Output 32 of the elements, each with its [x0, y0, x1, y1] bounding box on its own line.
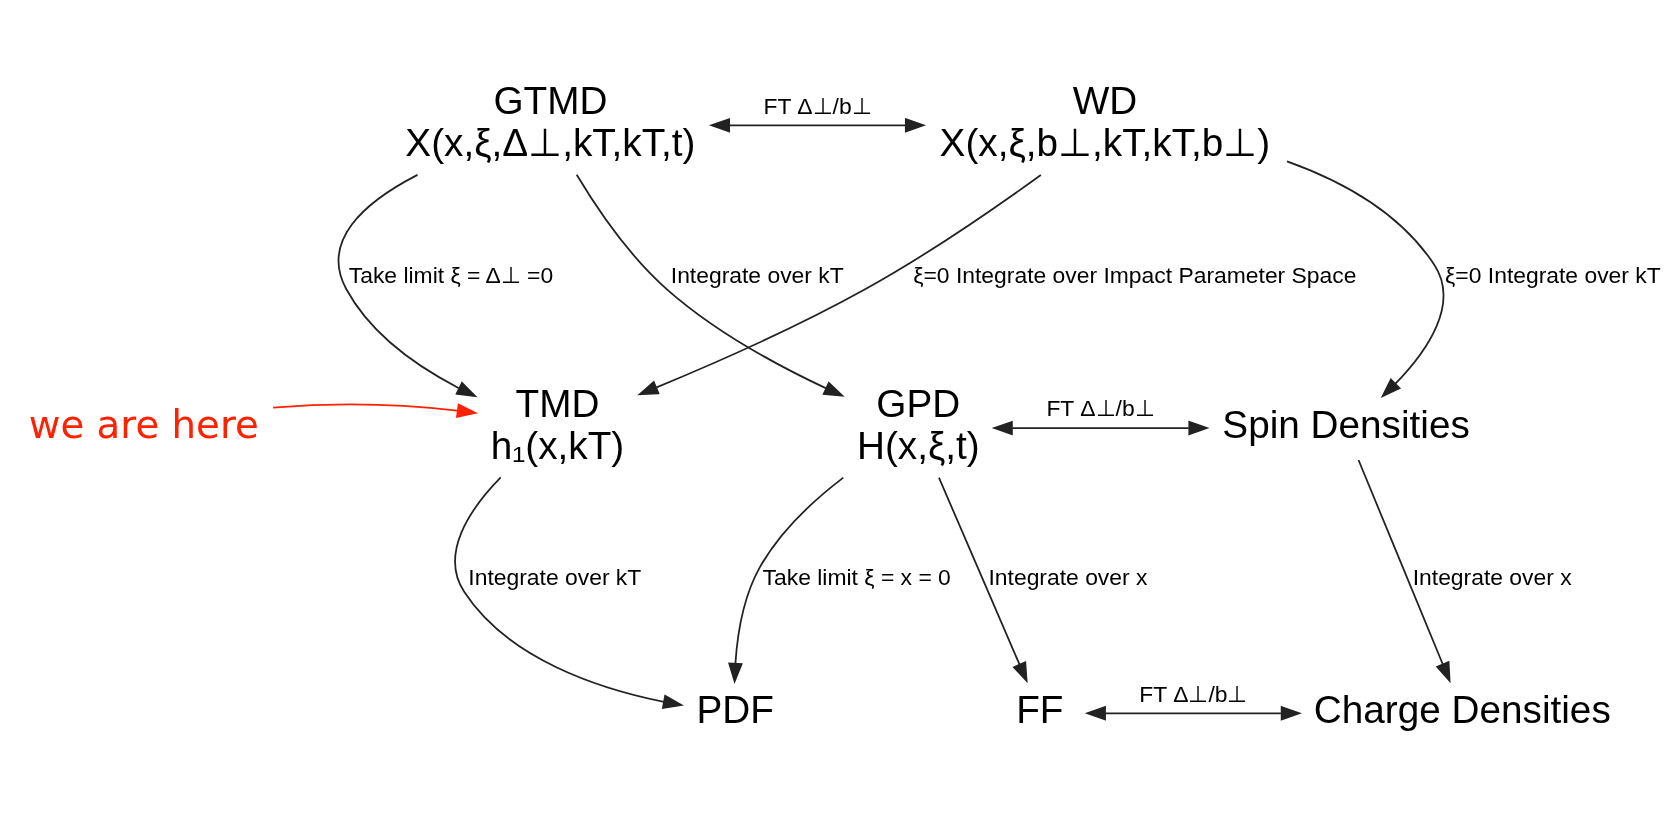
edge-label: Take limit ξ = x = 0: [762, 563, 951, 590]
arrow: [708, 117, 927, 133]
node-text: WD X(x,ξ,b⊥,kT,kT,b⊥): [939, 78, 1271, 164]
arrow: [1357, 458, 1451, 683]
arrow: [1084, 705, 1302, 721]
node-text: Charge Densities: [1313, 687, 1611, 731]
arrow: [272, 402, 478, 418]
edge-label: Integrate over x: [1412, 563, 1572, 590]
node-text: we are here: [28, 401, 259, 447]
edge-label: ξ=0 Integrate over Impact Parameter Space: [913, 261, 1357, 288]
arrow: [1286, 160, 1445, 398]
node-text: FF: [1016, 687, 1064, 731]
edge-label: FT Δ⊥/b⊥: [1139, 680, 1248, 707]
node-text: GTMD X(x,ξ,Δ⊥,kT,kT,t): [405, 78, 696, 164]
edge-label: FT Δ⊥/b⊥: [1046, 394, 1155, 421]
edge-label: Take limit ξ = Δ⊥ =0: [348, 261, 554, 288]
node-text: GPD H(x,ξ,t): [856, 381, 980, 467]
arrow: [337, 173, 478, 397]
edge-label: Integrate over x: [988, 563, 1148, 590]
arrow: [454, 476, 684, 709]
node-text: TMD h₁(x,kT): [490, 381, 625, 467]
edge-label: ξ=0 Integrate over kT: [1445, 261, 1661, 288]
arrow: [938, 476, 1028, 683]
node-text: PDF: [696, 687, 774, 731]
edge-label: FT Δ⊥/b⊥: [763, 92, 872, 119]
edge-label: Integrate over kT: [468, 563, 642, 590]
node-text: Spin Densities: [1222, 402, 1470, 446]
edge-label: Integrate over kT: [670, 261, 844, 288]
arrow: [991, 420, 1210, 435]
arrow: [575, 173, 845, 397]
arrow: [637, 173, 1042, 395]
arrow: [728, 476, 845, 684]
